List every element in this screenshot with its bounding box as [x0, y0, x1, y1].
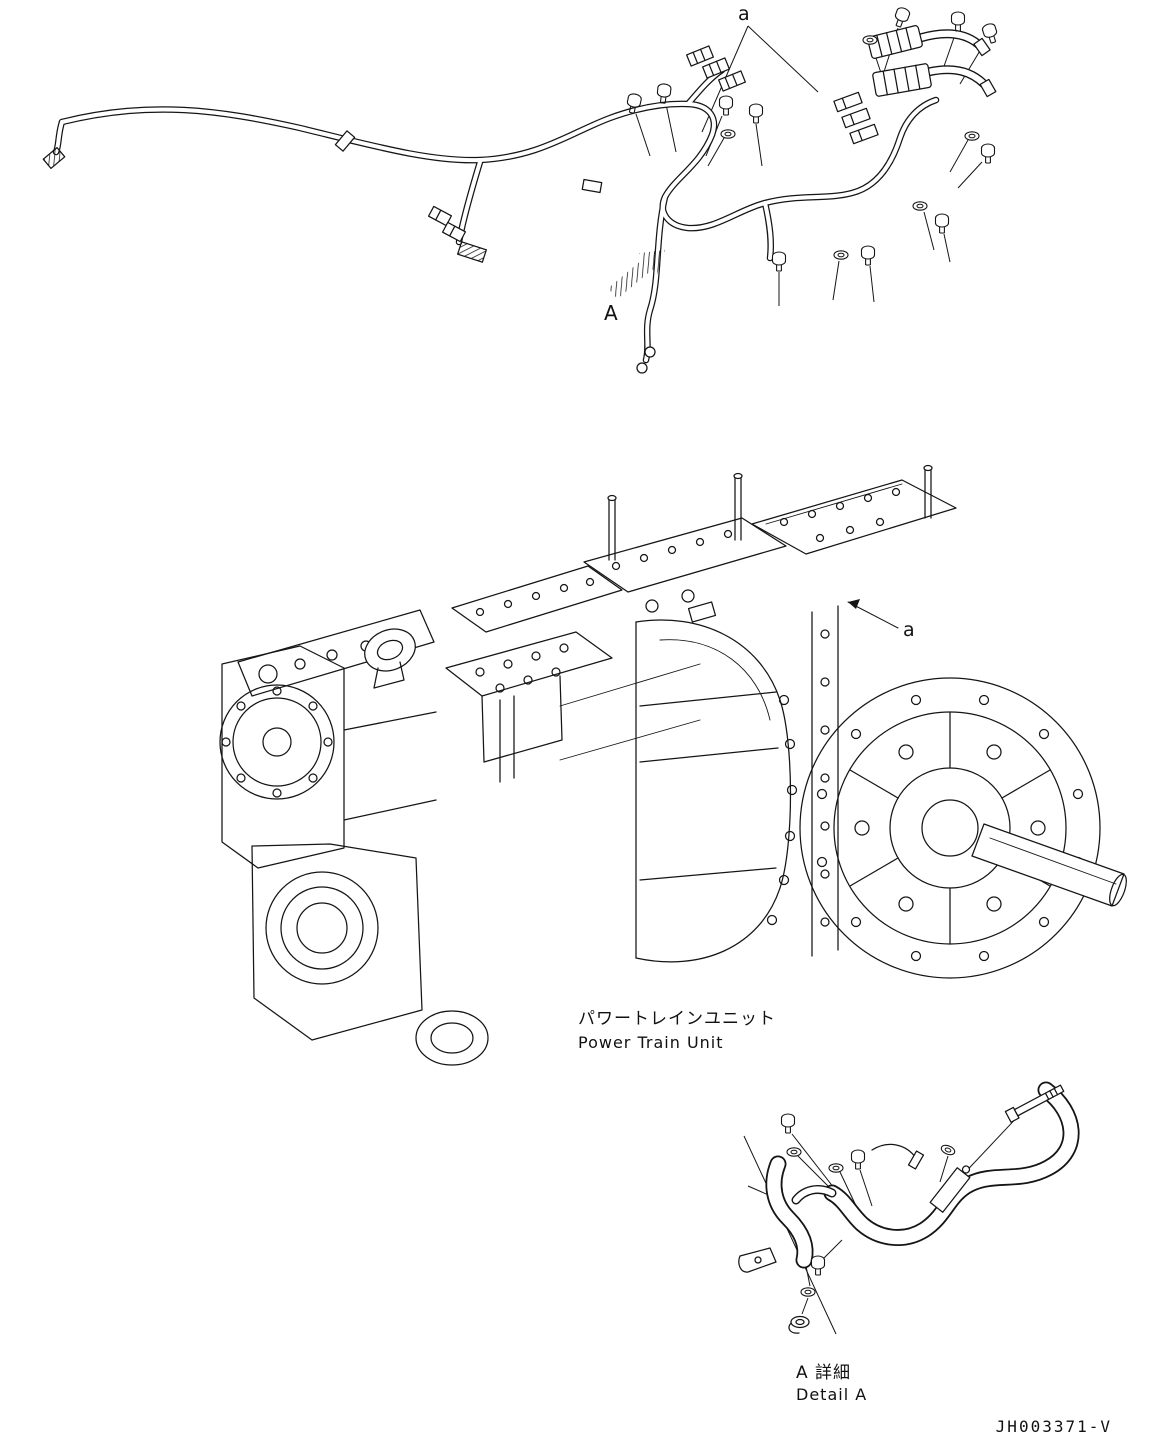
connector-icon — [441, 221, 467, 243]
connector-icon — [841, 107, 871, 129]
powertrain-caption-en: Power Train Unit — [578, 1033, 724, 1052]
detail-a-drawing: A 詳細 Detail A — [738, 1081, 1080, 1404]
bolt-icon — [950, 11, 966, 32]
washer-icon — [912, 201, 928, 211]
washer-icon — [939, 1142, 957, 1158]
detail-a-caption-en: Detail A — [796, 1385, 867, 1404]
bolt-icon — [748, 103, 764, 124]
bolt-icon — [860, 245, 876, 266]
wiring-harness-drawing: A a — [42, 3, 1001, 374]
long-bolt-icon — [1004, 1084, 1065, 1123]
connector-icon — [867, 25, 923, 59]
ring-terminal-icon — [636, 362, 648, 374]
washer-icon — [964, 131, 980, 141]
washer-icon — [862, 35, 878, 45]
detail-a-fasteners — [780, 1113, 957, 1297]
harness-connectors — [42, 25, 997, 374]
connector-icon — [686, 45, 714, 67]
drawing-number: JH003371-V — [996, 1417, 1112, 1436]
bolt-icon — [718, 95, 734, 116]
detail-a-hose — [765, 1081, 1080, 1269]
connector-icon — [833, 91, 863, 113]
washer-icon — [828, 1163, 844, 1173]
harness-cables — [52, 29, 989, 364]
connector-icon — [457, 241, 487, 263]
output-shaft — [971, 823, 1127, 907]
fitting-icon — [973, 37, 991, 57]
connector-icon — [718, 70, 746, 92]
detail-a-clamps — [738, 1084, 1065, 1334]
connector-icon — [427, 205, 453, 227]
bolt-icon — [780, 1113, 796, 1134]
ring-terminal-icon — [644, 346, 656, 358]
connector-icon — [42, 146, 66, 170]
connector-icon — [581, 178, 603, 194]
connector-icon — [702, 57, 730, 79]
detail-a-caption-jp: A 詳細 — [796, 1363, 851, 1383]
eyelet-icon — [788, 1315, 810, 1334]
harness-fasteners — [624, 5, 1001, 272]
connector-icon — [849, 123, 879, 145]
washer-icon — [786, 1147, 802, 1157]
bolt-icon — [771, 251, 787, 272]
connector-icon — [872, 63, 932, 97]
washer-icon — [720, 129, 736, 139]
bolt-icon — [934, 213, 950, 234]
bolt-icon — [891, 5, 912, 30]
powertrain-caption-jp: パワートレインユニット — [578, 1009, 776, 1029]
view-arrow-label: A — [604, 301, 618, 325]
svg-text:a: a — [903, 619, 915, 641]
fitting-icon — [979, 78, 997, 98]
hose-clamp-icon — [929, 1165, 971, 1213]
hose-clamp-icon — [871, 1143, 917, 1159]
washer-icon — [800, 1287, 816, 1297]
callout-a-unit: a — [847, 599, 915, 641]
lifting-eye — [364, 628, 416, 689]
bolt-icon — [850, 1149, 866, 1170]
view-arrow-A: A — [604, 249, 665, 325]
bolt-icon — [655, 82, 672, 105]
washer-icon — [833, 250, 849, 260]
bracket-icon — [738, 1247, 777, 1273]
callout-a-top: a — [738, 3, 750, 25]
bolt-icon — [980, 143, 996, 164]
bolt-icon — [810, 1255, 826, 1276]
power-train-unit-drawing: a パワートレインユニット Power Train Unit — [219, 464, 1127, 1066]
